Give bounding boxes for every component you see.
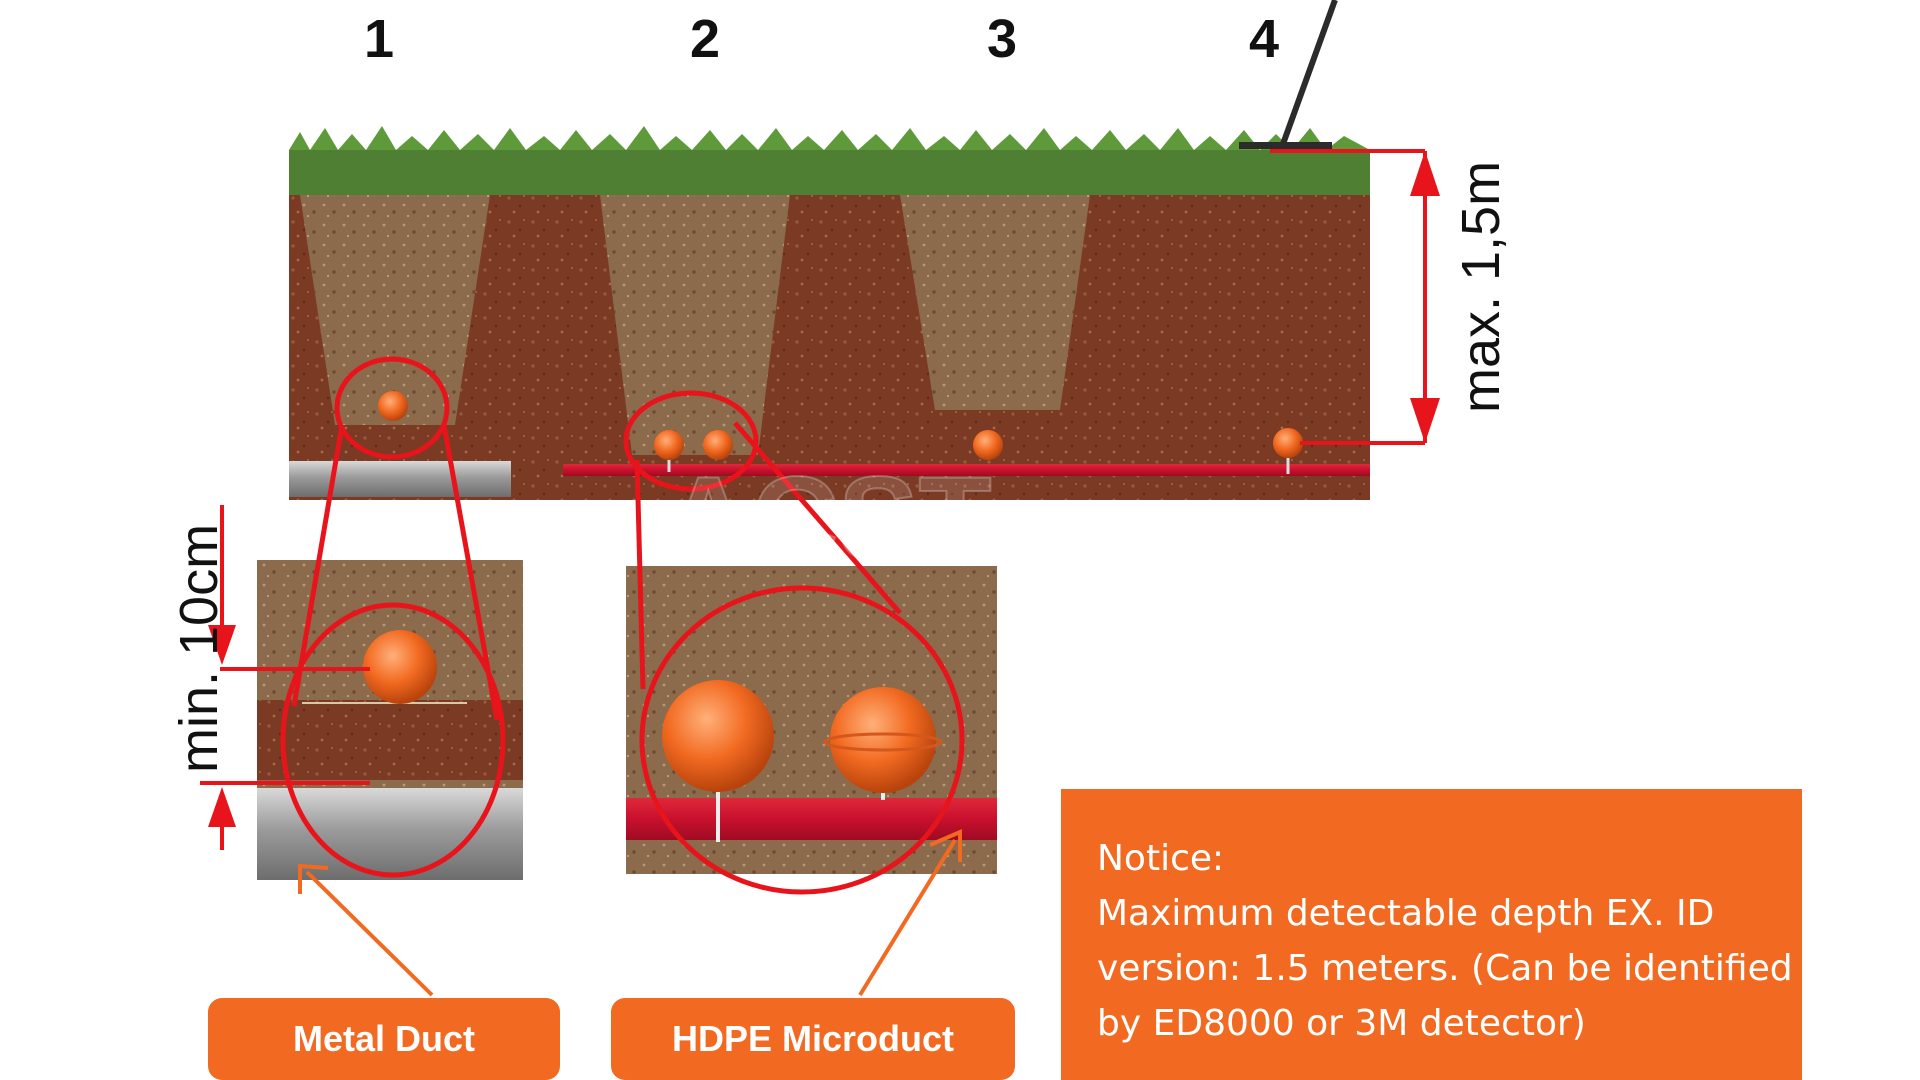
marker-ball-icon (703, 430, 733, 460)
arrow-icon (298, 828, 962, 997)
metal-duct-pipe (289, 461, 511, 497)
notice-line-1: Maximum detectable depth EX. ID (1097, 893, 1715, 934)
hdpe-microduct-line (563, 464, 1370, 476)
position-number-4: 4 (1248, 9, 1280, 69)
grass-layer (289, 150, 1370, 195)
detail-hdpe-microduct (626, 566, 997, 874)
detail-metal-duct (257, 560, 523, 880)
trench-1 (300, 195, 490, 425)
max-depth-label: max. 1,5m (1451, 160, 1511, 413)
metal-duct-label: Metal Duct (208, 998, 560, 1080)
marker-ball-icon (973, 430, 1003, 460)
trench-2 (600, 195, 790, 455)
callout-1 (280, 356, 506, 878)
notice-line-3: by ED8000 or 3M detector) (1097, 1003, 1586, 1044)
marker-ball-icon (830, 687, 936, 793)
position-number-2: 2 (689, 9, 721, 69)
marker-ball-icon (363, 630, 437, 704)
marker-ball-icon (654, 430, 684, 460)
min-spacing-label: min. 10cm (169, 523, 229, 773)
callout-2 (623, 390, 965, 895)
hdpe-microduct-label: HDPE Microduct (611, 998, 1015, 1080)
watermark-text: ACST (665, 452, 992, 586)
marker-ball-icon (378, 391, 408, 421)
arrow-icon (208, 625, 236, 665)
arrow-icon (1410, 398, 1440, 443)
marker-ball-icon (662, 680, 774, 792)
trench-3 (900, 195, 1090, 410)
detector-icon (1239, 0, 1338, 149)
position-number-3: 3 (986, 9, 1018, 69)
min-spacing-dimension (200, 505, 370, 850)
position-number-1: 1 (363, 9, 395, 69)
notice-line-2: version: 1.5 meters. (Can be identified (1097, 948, 1793, 989)
notice-heading: Notice: (1097, 838, 1225, 879)
max-depth-dimension (1270, 149, 1427, 445)
arrow-icon (1410, 151, 1440, 196)
arrow-icon (208, 787, 236, 827)
marker-ball-icon (1273, 428, 1303, 458)
notice-panel: Notice: Maximum detectable depth EX. ID … (1061, 789, 1802, 1080)
